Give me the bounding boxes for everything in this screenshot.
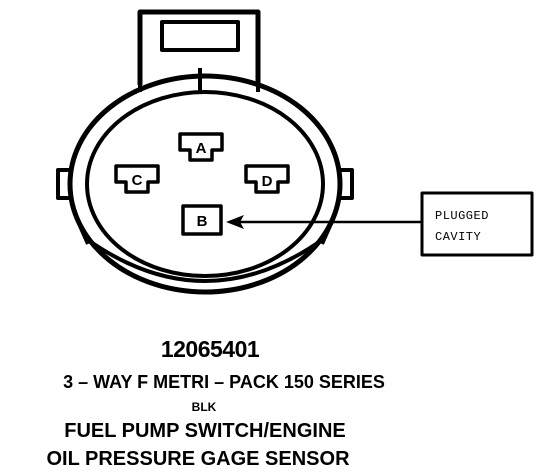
wire-color: BLK [191, 400, 217, 414]
component-description-line-1: FUEL PUMP SWITCH/ENGINE [64, 420, 346, 442]
arrowhead-icon [226, 215, 244, 229]
callout-line-2: CAVITY [435, 230, 481, 244]
bottom-lip-right-edge [320, 225, 332, 245]
cavity-c [114, 164, 160, 194]
cavity-b-label: B [197, 213, 208, 230]
bottom-shroud-lip [86, 238, 324, 283]
connector-series: 3 – WAY F METRI – PACK 150 SERIES [63, 372, 385, 392]
cavity-d-label: D [262, 173, 273, 190]
connector-lock-tab [137, 9, 261, 85]
cavity-a-label: A [196, 140, 207, 157]
right-side-latch [340, 168, 354, 200]
cavity-a [178, 132, 224, 162]
left-side-latch [56, 168, 70, 200]
cavity-d [244, 164, 290, 194]
connector-outer-shell [67, 73, 343, 295]
connector-inner-body [85, 90, 325, 278]
cavity-b [181, 204, 223, 236]
callout-box [420, 191, 534, 257]
callout-line-1: PLUGGED [435, 209, 489, 223]
part-number: 12065401 [160, 336, 260, 362]
component-description-line-2: OIL PRESSURE GAGE SENSOR [46, 448, 350, 470]
lock-tab-window [160, 20, 240, 52]
cavity-c-label: C [132, 172, 143, 189]
bottom-lip-left-edge [78, 225, 90, 245]
